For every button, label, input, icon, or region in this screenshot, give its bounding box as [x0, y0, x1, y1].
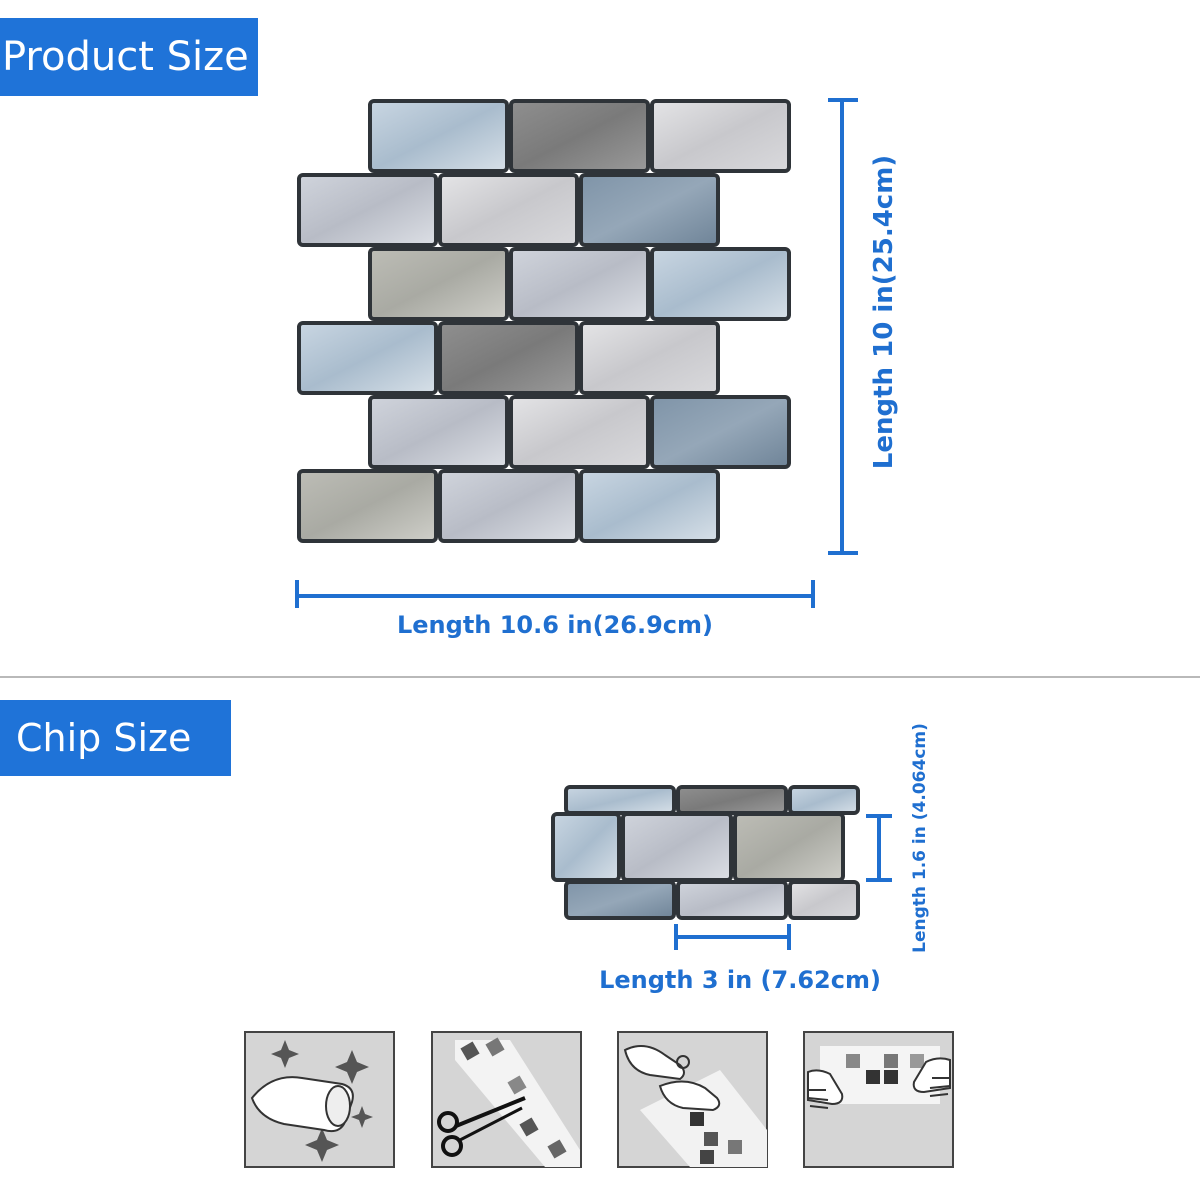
- tile-brick: [297, 321, 438, 395]
- chip-tile-sample: [551, 785, 860, 920]
- product-width-label: Length 10.6 in(26.9cm): [396, 611, 714, 639]
- tile-brick: [621, 812, 733, 882]
- tile-brick: [579, 173, 720, 247]
- tile-brick: [676, 785, 788, 815]
- tile-brick: [438, 469, 579, 543]
- tile-brick: [368, 247, 509, 321]
- product-tile-sheet: [297, 99, 791, 543]
- tile-brick: [788, 880, 860, 920]
- tile-brick: [438, 321, 579, 395]
- tile-brick: [368, 99, 509, 173]
- tile-brick: [676, 880, 788, 920]
- section-divider: [0, 676, 1200, 678]
- tile-brick: [368, 395, 509, 469]
- chip-height-label: Length 1.6 in (4.064cm): [910, 723, 930, 953]
- tile-brick: [733, 812, 845, 882]
- peel-backing-icon: [617, 1031, 768, 1168]
- tile-brick: [509, 395, 650, 469]
- product-dimension-lines: [295, 98, 858, 608]
- tile-brick: [579, 321, 720, 395]
- cut-tile-icon: [431, 1031, 582, 1168]
- tile-brick: [551, 812, 621, 882]
- clean-wall-icon: [244, 1031, 395, 1168]
- product-height-label: Length 10 in(25.4cm): [869, 154, 899, 470]
- chip-size-title: Chip Size: [16, 716, 192, 760]
- press-tile-icon: [803, 1031, 954, 1168]
- chip-dimension-lines: [674, 814, 892, 950]
- tile-brick: [650, 395, 791, 469]
- tile-brick: [509, 99, 650, 173]
- tile-brick: [788, 785, 860, 815]
- tile-brick: [579, 469, 720, 543]
- chip-size-badge: Chip Size: [0, 700, 231, 776]
- product-size-badge: Product Size: [0, 18, 258, 96]
- tile-brick: [650, 247, 791, 321]
- tile-brick: [564, 880, 676, 920]
- tile-brick: [564, 785, 676, 815]
- tile-brick: [509, 247, 650, 321]
- tile-brick: [297, 469, 438, 543]
- product-size-title: Product Size: [2, 34, 249, 80]
- tile-brick: [650, 99, 791, 173]
- tile-brick: [438, 173, 579, 247]
- tile-brick: [297, 173, 438, 247]
- chip-width-label: Length 3 in (7.62cm): [599, 966, 881, 994]
